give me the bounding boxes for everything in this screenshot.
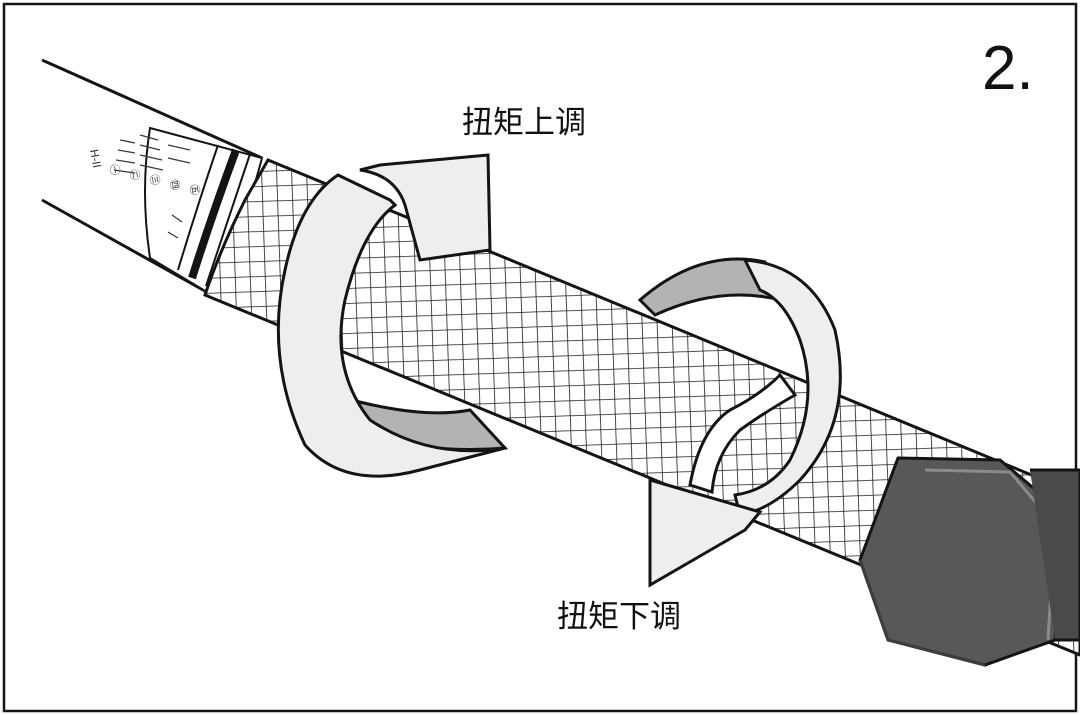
hex-lock-nut: [858, 456, 1064, 667]
scale-mark-2: ㊁: [127, 168, 142, 181]
rotate-down-arrow-icon: [637, 257, 842, 588]
scale-mark-0: H-II: [87, 148, 103, 169]
scale-markings: H-II ㊀ ㊁ ㊂ ㊃ ㊄: [87, 148, 202, 196]
scale-mark-5: ㊄: [187, 183, 202, 196]
knurled-grip: [203, 158, 1080, 657]
torque-wrench-icon: H-II ㊀ ㊁ ㊂ ㊃ ㊄: [41, 58, 1080, 667]
rotate-up-arrow-icon: [276, 153, 509, 478]
scale-mark-4: ㊃: [167, 178, 182, 191]
torque-increase-label: 扭矩上调: [462, 105, 586, 141]
torque-decrease-label: 扭矩下调: [557, 599, 681, 635]
step-number: 2.: [982, 34, 1034, 103]
scale-mark-3: ㊂: [147, 173, 162, 186]
